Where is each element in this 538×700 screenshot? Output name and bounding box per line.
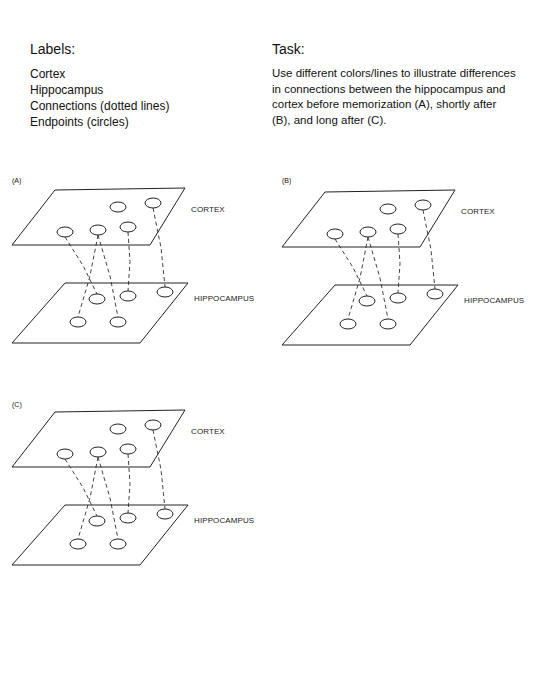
endpoint-circle [390,224,406,234]
legend-item: Endpoints (circles) [30,114,129,130]
region-label: HIPPOCAMPUS [193,516,255,526]
endpoint-circle [120,444,136,454]
endpoint-circle [89,294,105,304]
endpoint-circle [57,449,73,459]
cortex-plane: CORTEX [10,186,188,248]
endpoint-circle [327,229,343,239]
section-heading: Labels: [30,40,75,59]
endpoint-circle [157,509,173,519]
connection-line [368,237,388,319]
endpoint-circle [415,200,431,210]
panel-letter: (B) [282,176,291,185]
endpoint-circle [380,319,396,329]
cortex-plane: CORTEX [10,408,188,470]
connection-line [348,237,368,319]
connection-line [98,457,118,539]
hippocampus-plane: HIPPOCAMPUS [10,502,190,568]
plane-shape [12,283,188,343]
endpoint-circle [57,227,73,237]
plane-shape [282,190,455,247]
plane-shape [12,505,188,565]
legend-item: Hippocampus [30,82,103,98]
endpoint-circle [340,319,356,329]
connection-line [398,234,400,293]
endpoint-circle [70,317,86,327]
endpoint-circle [110,424,126,434]
endpoint-circle [145,198,161,208]
endpoint-circle [110,539,126,549]
endpoint-circle [90,447,106,457]
plane-outline [10,408,188,470]
endpoint-circle [390,293,406,303]
plane-shape [12,188,185,245]
connection-line [128,232,130,291]
cortex-plane: CORTEX [280,188,458,250]
region-label: CORTEX [190,205,226,215]
section-heading: Task: [272,40,305,59]
endpoint-circle [110,202,126,212]
plane-outline [280,282,460,348]
endpoint-circle [145,420,161,430]
plane-shape [12,410,185,467]
hippocampus-plane: HIPPOCAMPUS [10,280,190,346]
connection-line [423,210,435,289]
endpoint-circle [120,513,136,523]
panel-letter: (A) [12,176,21,185]
legend-item: Connections (dotted lines) [30,98,169,114]
panel-letter: (C) [12,400,22,409]
connection-line [98,235,118,317]
endpoint-circle [427,289,443,299]
plane-outline [280,188,458,250]
endpoint-circle [120,222,136,232]
region-label: CORTEX [460,207,496,217]
region-label: HIPPOCAMPUS [463,296,525,306]
endpoint-circle [359,296,375,306]
endpoint-circle [70,539,86,549]
endpoint-circle [120,291,136,301]
region-label: CORTEX [190,427,226,437]
region-label: HIPPOCAMPUS [193,294,255,304]
hippocampus-plane: HIPPOCAMPUS [280,282,460,348]
plane-outline [10,280,190,346]
endpoint-circle [157,287,173,297]
connection-line [153,208,165,287]
connection-line [78,457,98,539]
endpoint-circle [90,225,106,235]
endpoint-circle [110,317,126,327]
plane-shape [282,285,458,345]
endpoint-circle [360,227,376,237]
connection-line [153,430,165,509]
task-text: Use different colors/lines to illustrate… [272,66,517,128]
endpoint-circle [380,204,396,214]
plane-outline [10,502,190,568]
endpoint-circle [89,516,105,526]
connection-line [78,235,98,317]
legend-item: Cortex [30,66,65,82]
plane-outline [10,186,188,248]
connection-line [128,454,130,513]
